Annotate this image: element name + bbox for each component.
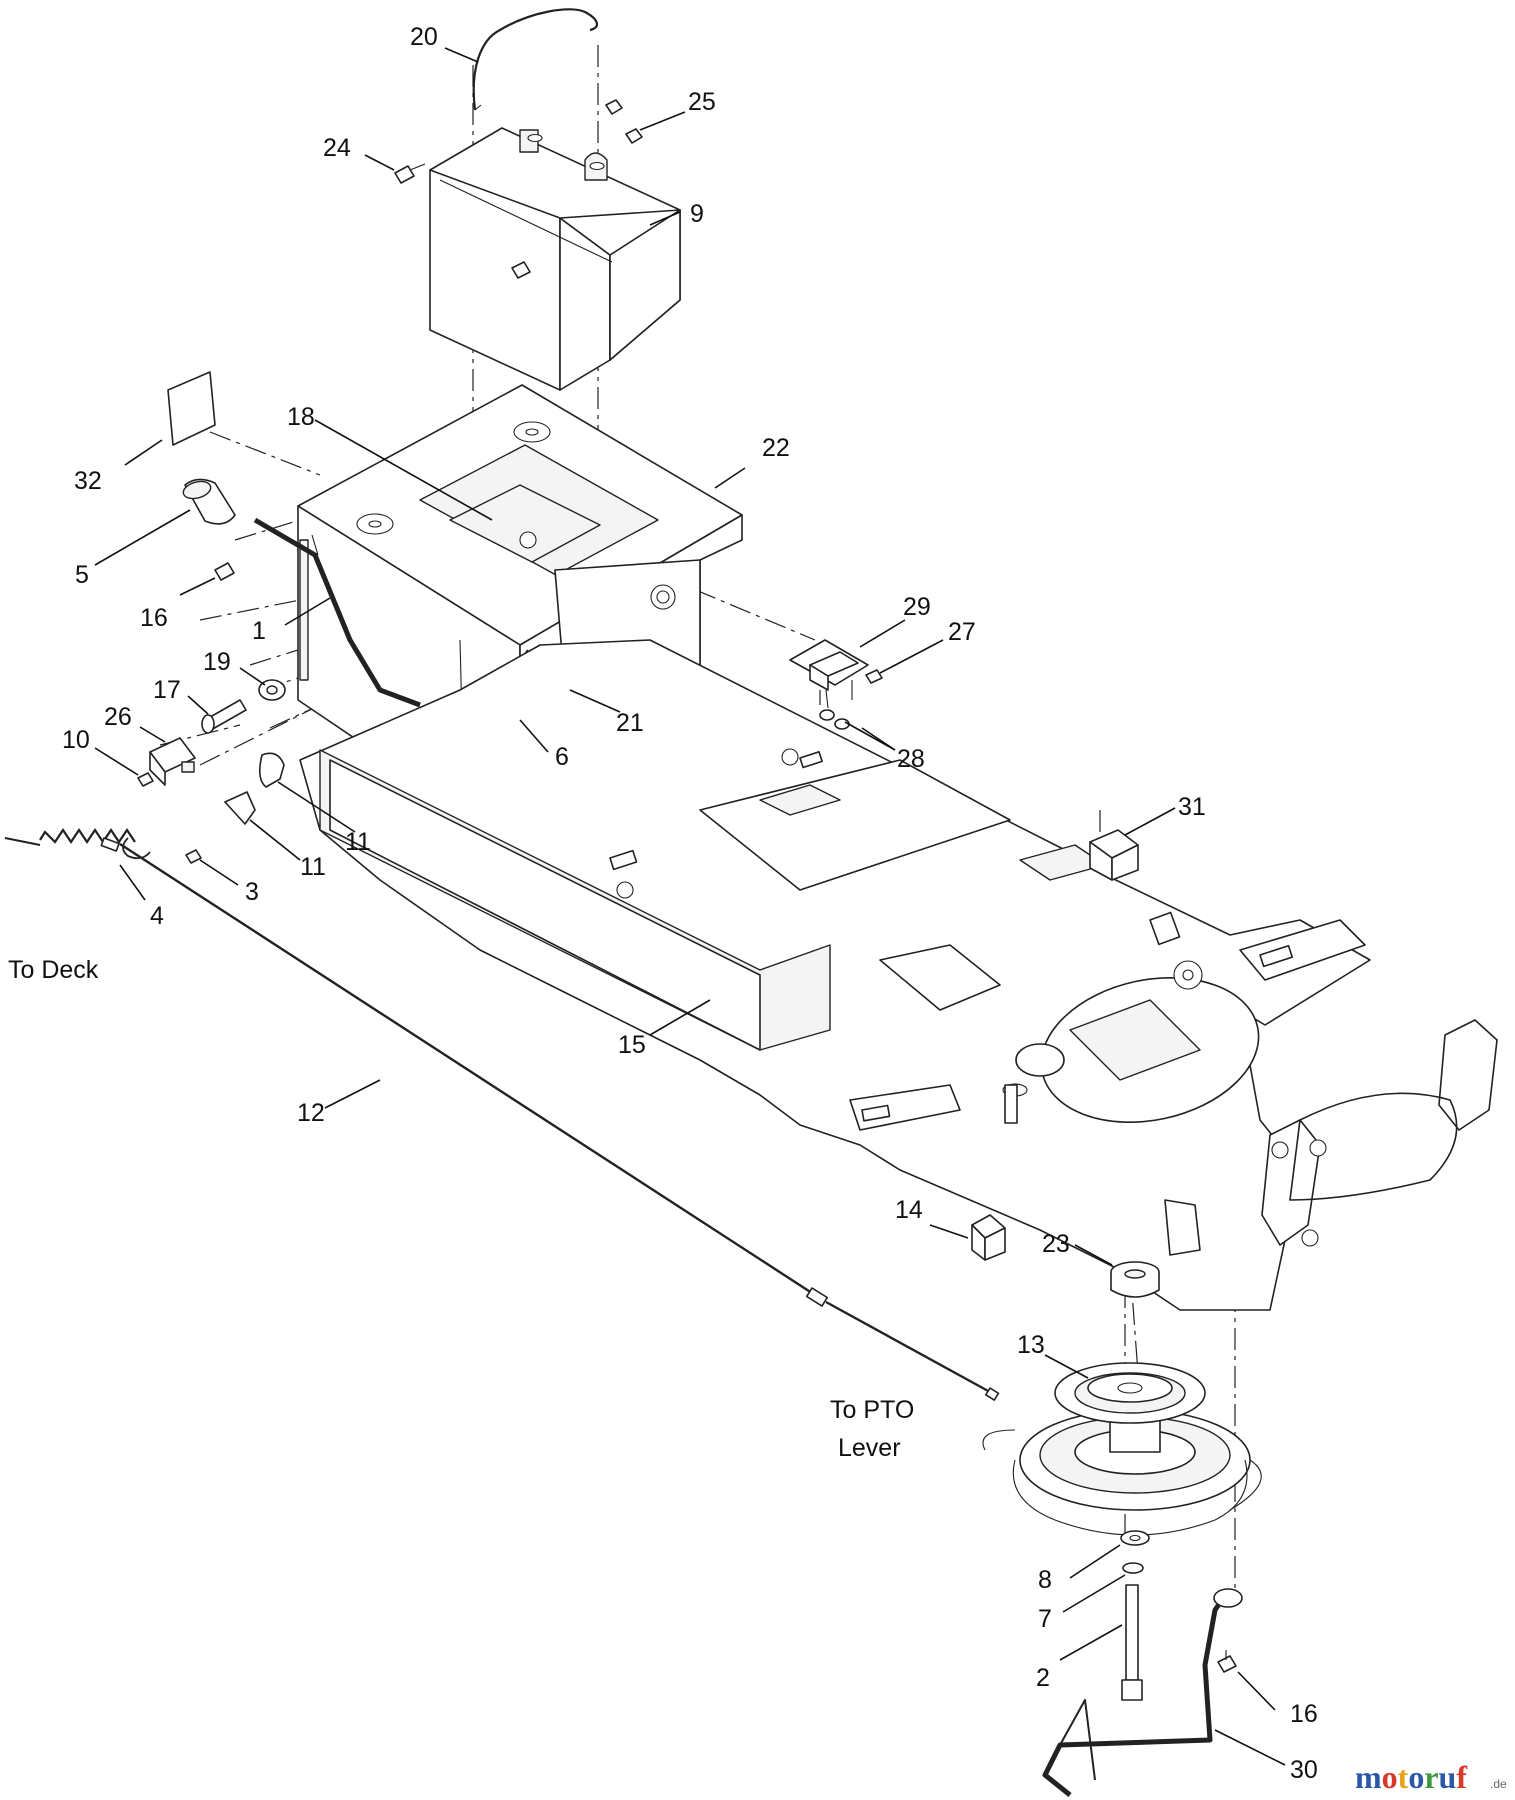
callout-28: 28 [897,745,925,773]
callout-11a: 11 [345,828,371,856]
leader-lines [94,47,1286,1766]
watermark-logo: motoruf .de [1355,1759,1507,1795]
callout-15: 15 [618,1031,646,1059]
pulley-13 [982,1362,1262,1536]
bushing-19 [258,679,286,701]
nut-3 [185,849,202,864]
callout-16a: 16 [140,604,168,632]
callout-13: 13 [1017,1331,1045,1359]
switch-14 [971,1214,1006,1261]
callout-5: 5 [75,561,89,589]
callout-3: 3 [245,878,259,906]
switch-26 [149,737,196,786]
bolt-16 [214,562,235,581]
callout-1: 1 [252,617,266,645]
callout-10: 10 [62,726,90,754]
callout-22: 22 [762,434,790,462]
callout-21: 21 [616,709,644,737]
bolt-16b [1217,1650,1237,1673]
callout-7: 7 [1038,1605,1052,1633]
knob-5 [182,478,236,525]
callout-4: 4 [150,902,164,930]
callout-26: 26 [104,703,132,731]
callout-18: 18 [287,403,315,431]
watermark-brand: motoruf [1355,1759,1467,1795]
note-to-pto-line2: Lever [838,1434,901,1462]
nut-25b [625,128,643,144]
callout-14: 14 [895,1196,923,1224]
callout-labels: 20 25 24 9 18 22 32 5 16 1 29 27 19 17 2… [62,23,1318,1784]
callout-31: 31 [1178,793,1206,821]
note-to-deck: To Deck [8,956,99,984]
bushing-23 [1110,1261,1160,1298]
note-to-pto-line1: To PTO [830,1396,914,1424]
callout-6: 6 [555,743,569,771]
callout-11b: 11 [300,853,326,881]
nut-28a [819,709,835,721]
callout-27: 27 [948,618,976,646]
bolt-2 [1121,1584,1143,1701]
nut-25a [605,99,623,115]
callout-20: 20 [410,23,438,51]
decal-32 [167,371,216,446]
callout-9: 9 [690,200,704,228]
bolt-battery [511,261,531,279]
callout-17: 17 [153,676,181,704]
callout-30: 30 [1290,1756,1318,1784]
battery [429,127,681,391]
callout-19: 19 [203,648,231,676]
callout-23: 23 [1042,1230,1070,1258]
callout-29: 29 [903,593,931,621]
screw-10 [137,772,154,787]
solenoid-29 [789,639,869,709]
bolt-17 [201,699,247,734]
pto-cable-12 [4,828,1000,1401]
bracket-11b [224,791,256,825]
main-frame [299,639,1498,1311]
svg-text:.de: .de [1490,1777,1507,1791]
callout-12: 12 [297,1099,325,1127]
bolt-27 [865,669,883,684]
nut-28b [834,718,850,730]
callout-25: 25 [688,88,716,116]
callout-2: 2 [1036,1664,1050,1692]
bracket-11a [258,752,285,788]
relay-31 [1089,829,1139,881]
washer-7 [1122,1562,1144,1574]
clip-4 [122,837,151,860]
callout-32: 32 [74,467,102,495]
callout-16b: 16 [1290,1700,1318,1728]
bolt-24 [394,163,426,184]
callout-8: 8 [1038,1566,1052,1594]
lever-30 [1042,1588,1243,1797]
callout-24: 24 [323,134,351,162]
